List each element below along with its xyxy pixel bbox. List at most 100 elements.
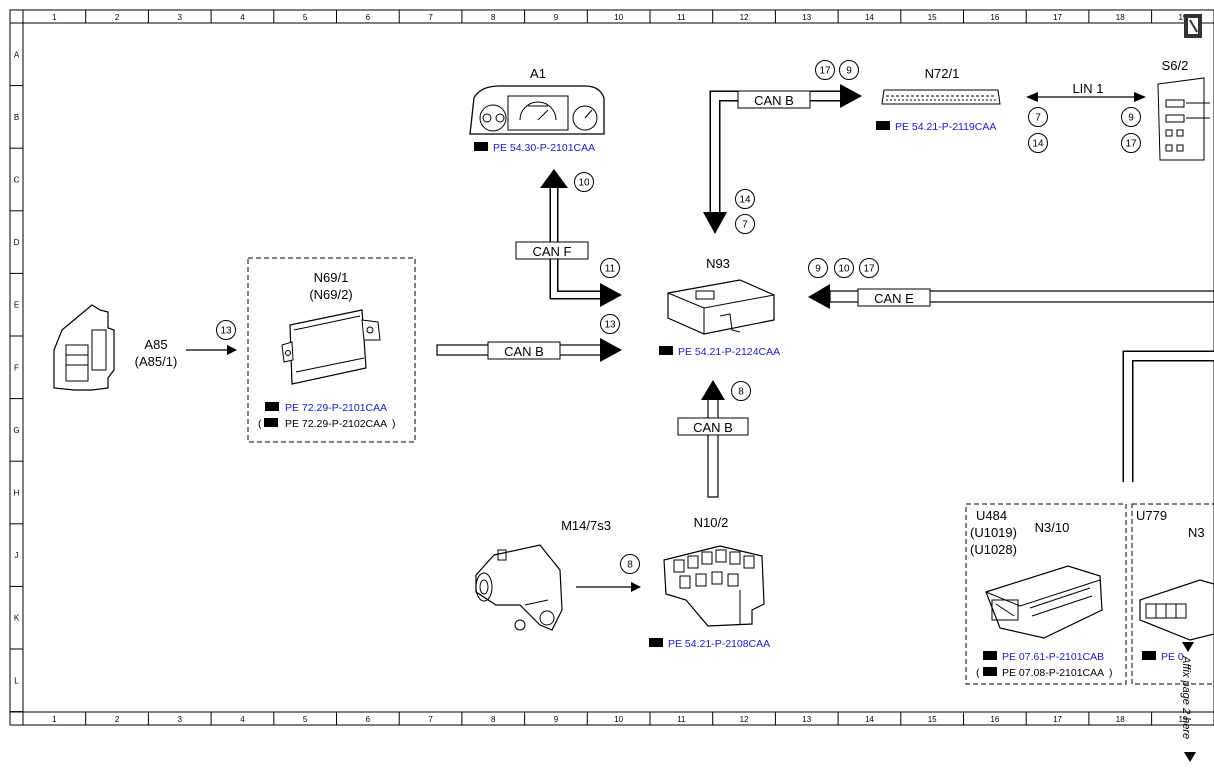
grid-col-label: 11 xyxy=(677,13,686,22)
can-b-top-label: CAN B xyxy=(754,93,794,108)
n10-2-ref-text[interactable]: PE 54.21-P-2108CAA xyxy=(668,638,770,650)
n72-1-component: N72/1 PE 54.21-P-2119CAA xyxy=(876,66,1001,133)
n93-ref-text[interactable]: PE 54.21-P-2124CAA xyxy=(678,346,780,358)
n10-2-component: N10/2 PE 54.21-P-2108CAA xyxy=(649,515,770,650)
grid-col-label: 13 xyxy=(802,715,811,724)
n72-1-label: N72/1 xyxy=(925,66,960,81)
grid-col-label: 17 xyxy=(1053,715,1062,724)
grid-col-label: 15 xyxy=(928,13,937,22)
connection-circle xyxy=(1028,107,1048,127)
grid-col-label: 15 xyxy=(928,715,937,724)
n93-label: N93 xyxy=(706,256,730,271)
can-e-bus: CAN E xyxy=(808,284,1214,309)
can-b-top-right-arrow xyxy=(840,84,862,108)
n3-right-ref-text[interactable]: PE 0 xyxy=(1161,651,1184,663)
grid-col-label: 10 xyxy=(614,715,623,724)
grid-col-label: 12 xyxy=(740,13,749,22)
can-f-up-arrow xyxy=(540,169,568,188)
grid-column-labels: 1122334455667788991010111112121313141415… xyxy=(52,10,1214,725)
grid-col-label: 3 xyxy=(178,13,183,22)
connection-circle xyxy=(600,258,620,278)
grid-row-label: A xyxy=(14,50,20,59)
can-b-left-arrow xyxy=(600,338,622,362)
affix-note-text: Affix page 2 here xyxy=(1180,655,1192,739)
n3-10-component: U484 (U1019) (U1028) N3/10 PE 07.61-P-21… xyxy=(965,503,1127,685)
grid-col-label: 1 xyxy=(52,13,57,22)
connection-circle xyxy=(1028,133,1048,153)
grid-row-label: H xyxy=(14,489,20,498)
u1028-label: (U1028) xyxy=(970,542,1017,557)
connection-circle xyxy=(1121,107,1141,127)
grid-col-label: 3 xyxy=(178,715,183,724)
a85-1-label: (A85/1) xyxy=(135,354,178,369)
grid-row-label: B xyxy=(14,113,19,122)
a1-ref-link[interactable]: PE 54.30-P-2101CAA xyxy=(474,142,595,154)
grid-col-label: 12 xyxy=(740,715,749,724)
close-paren-2: ) xyxy=(1109,667,1113,679)
grid-col-label: 9 xyxy=(554,13,559,22)
n3-right-component: U779 N3 PE 0 xyxy=(1131,503,1214,685)
n10-2-ref-link[interactable]: PE 54.21-P-2108CAA xyxy=(649,638,770,650)
grid-col-label: 8 xyxy=(491,13,496,22)
grid-col-label: 7 xyxy=(428,715,433,724)
connection-number: 9 xyxy=(846,66,852,77)
n69-1-ref-link[interactable]: PE 72.29-P-2101CAA xyxy=(265,402,387,414)
n3-right-dashed-box xyxy=(1131,503,1214,685)
a1-component: A1 PE 54.30-P-2101CAA xyxy=(469,66,605,154)
s6-2-label: S6/2 xyxy=(1162,58,1189,73)
connection-number: 11 xyxy=(605,264,616,275)
a1-ref-text[interactable]: PE 54.30-P-2101CAA xyxy=(493,142,595,154)
connection-circle xyxy=(808,258,828,278)
grid-col-label: 6 xyxy=(366,13,371,22)
grid-col-label: 19 xyxy=(1178,715,1187,724)
can-b-bottom-bus: CAN B xyxy=(677,380,749,498)
n93-ref-link[interactable]: PE 54.21-P-2124CAA xyxy=(659,346,780,358)
connection-number: 17 xyxy=(863,264,875,275)
connection-circle xyxy=(834,258,854,278)
u779-label: U779 xyxy=(1136,508,1167,523)
n3-10-label: N3/10 xyxy=(1035,520,1070,535)
connection-number: 8 xyxy=(627,560,633,571)
can-f-right-arrow xyxy=(600,283,622,307)
grid-col-label: 14 xyxy=(865,715,874,724)
n69-1-dashed-box xyxy=(247,257,416,443)
instrument-cluster-icon xyxy=(469,85,605,135)
n10-2-label: N10/2 xyxy=(694,515,729,530)
can-e-left-arrow xyxy=(808,284,830,309)
control-unit-icon xyxy=(281,309,381,385)
grid-col-label: 9 xyxy=(554,715,559,724)
note-down-arrow-top xyxy=(1182,642,1194,652)
u1019-label: (U1019) xyxy=(970,525,1017,540)
n3-10-ref2-text[interactable]: PE 07.08-P-2101CAA xyxy=(1002,667,1104,679)
grid-col-label: 13 xyxy=(802,13,811,22)
relay-fuse-module-icon xyxy=(663,545,765,627)
page-corner-icon xyxy=(1184,14,1202,38)
a1-label: A1 xyxy=(530,66,546,81)
connection-circle xyxy=(859,258,879,278)
grid-row-label: E xyxy=(14,301,19,310)
n3-10-ref-text[interactable]: PE 07.61-P-2101CAB xyxy=(1002,651,1104,663)
n3-10-ref2-link[interactable]: ( PE 07.08-P-2101CAA ) xyxy=(976,667,1113,679)
n3-10-bus xyxy=(1122,350,1214,482)
connection-circle xyxy=(735,214,755,234)
connection-number: 7 xyxy=(1035,113,1041,124)
lin-1-link: LIN 1 xyxy=(1026,81,1146,102)
can-b-top-down-arrow xyxy=(703,212,727,234)
grid-row-label: D xyxy=(14,238,20,247)
note-down-arrow-bottom xyxy=(1184,752,1196,762)
connection-number: 13 xyxy=(604,320,616,331)
open-paren: ( xyxy=(258,418,262,430)
n72-1-ref-link[interactable]: PE 54.21-P-2119CAA xyxy=(876,121,996,133)
n69-2-ref-text[interactable]: PE 72.29-P-2102CAA xyxy=(285,418,387,430)
n3-right-label: N3 xyxy=(1188,525,1205,540)
n3-right-ref-link[interactable]: PE 0 xyxy=(1142,651,1184,663)
n3-10-ref-link[interactable]: PE 07.61-P-2101CAB xyxy=(983,651,1104,663)
connection-circle xyxy=(600,314,620,334)
n72-1-ref-text[interactable]: PE 54.21-P-2119CAA xyxy=(895,121,996,133)
grid-col-label: 16 xyxy=(990,13,999,22)
grid-col-label: 2 xyxy=(115,13,120,22)
grid-row-label: J xyxy=(15,551,19,560)
n69-1-ref-text[interactable]: PE 72.29-P-2101CAA xyxy=(285,402,387,414)
connection-circle xyxy=(216,320,236,340)
n69-2-ref-link[interactable]: ( PE 72.29-P-2102CAA ) xyxy=(258,418,396,430)
